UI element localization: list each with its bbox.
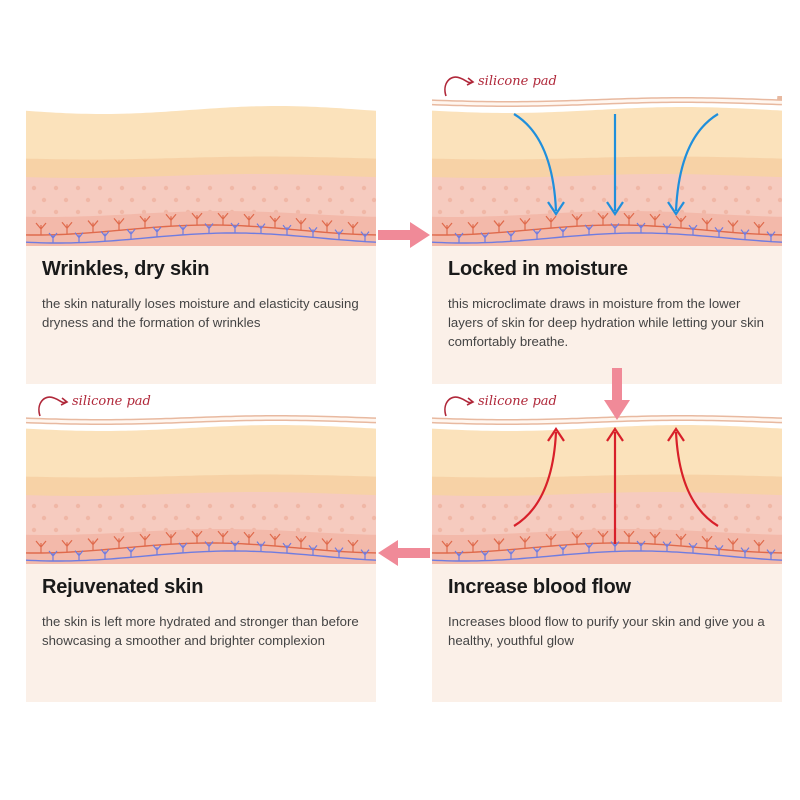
- blue-vein: [432, 232, 782, 244]
- panel-locked-moisture: Locked in moisture this microclimate dra…: [432, 96, 782, 384]
- panel-description: this microclimate draws in moisture from…: [448, 296, 764, 349]
- vein-branches: [441, 530, 776, 561]
- silicone-pad-label: silicone pad: [478, 74, 557, 89]
- vein-branches: [35, 212, 370, 243]
- dermis-texture: [31, 503, 376, 533]
- panel-blood-flow: Increase blood flow Increases blood flow…: [432, 414, 782, 702]
- moisture-arrow: [513, 113, 558, 212]
- moisture-arrowhead: [606, 201, 624, 216]
- silicone-pad-inner: [432, 416, 782, 424]
- moisture-arrowhead: [667, 201, 685, 216]
- blue-vein: [26, 232, 376, 244]
- caption-box: Rejuvenated skin the skin is left more h…: [26, 564, 376, 702]
- panel-wrinkles: Wrinkles, dry skin the skin naturally lo…: [26, 96, 376, 384]
- caption-box: Wrinkles, dry skin the skin naturally lo…: [26, 246, 376, 384]
- flow-arrow-left-icon: [378, 540, 430, 566]
- skin-cross-section: [26, 106, 376, 256]
- panel-description: the skin is left more hydrated and stron…: [42, 614, 359, 648]
- curl-arrow-icon: [444, 76, 475, 97]
- red-vein: [26, 542, 376, 554]
- red-vein: [432, 542, 782, 554]
- dermis-texture: [437, 503, 782, 533]
- panel-rejuvenated: Rejuvenated skin the skin is left more h…: [26, 414, 376, 702]
- blood-arrows: [513, 427, 719, 544]
- skin-cross-section: [432, 96, 782, 256]
- silicone-pad-inner: [26, 416, 376, 424]
- red-vein: [432, 224, 782, 236]
- blood-arrowhead: [606, 427, 624, 442]
- moisture-arrow: [674, 113, 719, 212]
- blood-arrowhead: [547, 427, 565, 442]
- blood-arrow: [674, 431, 719, 527]
- caption-box: Locked in moisture this microclimate dra…: [432, 246, 782, 384]
- silicone-pad-label: silicone pad: [72, 394, 151, 409]
- panel-title: Rejuvenated skin: [42, 576, 204, 598]
- panel-description: Increases blood flow to purify your skin…: [448, 614, 765, 648]
- panel-description: the skin naturally loses moisture and el…: [42, 296, 359, 330]
- silicone-pad-label: silicone pad: [478, 394, 557, 409]
- silicone-pad-inner: [432, 98, 782, 106]
- dermis-texture: [437, 185, 782, 215]
- curl-arrow-icon: [38, 396, 69, 417]
- vein-branches: [441, 212, 776, 243]
- red-vein: [26, 224, 376, 236]
- skin-cross-section: [432, 415, 782, 574]
- blue-vein: [432, 550, 782, 562]
- skin-cross-section: [26, 415, 376, 574]
- moisture-arrowhead: [547, 201, 565, 216]
- flow-arrow-right-icon: [378, 222, 430, 248]
- blue-vein: [26, 550, 376, 562]
- vein-branches: [35, 530, 370, 561]
- panel-title: Locked in moisture: [448, 258, 628, 280]
- moisture-arrows: [513, 113, 719, 216]
- blood-arrow: [513, 431, 558, 527]
- blood-arrowhead: [667, 427, 685, 442]
- caption-box: Increase blood flow Increases blood flow…: [432, 564, 782, 702]
- flow-arrow-down-icon: [604, 368, 630, 420]
- curl-arrow-icon: [444, 396, 475, 417]
- panel-title: Increase blood flow: [448, 576, 631, 598]
- panel-title: Wrinkles, dry skin: [42, 258, 210, 280]
